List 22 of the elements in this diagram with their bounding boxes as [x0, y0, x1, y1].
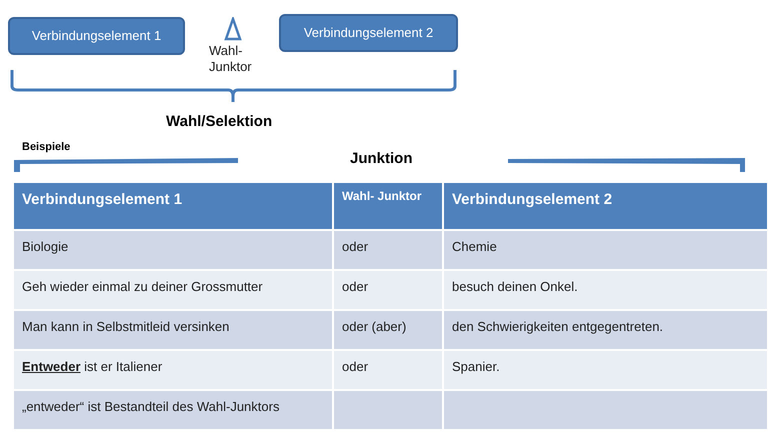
heading: Junktion [350, 149, 412, 169]
element-box: Verbindungselement 1 [8, 17, 185, 55]
table-cell: oder [334, 271, 442, 309]
table-cell: den Schwierigkeiten entgegentreten. [444, 311, 767, 349]
element-box: Verbindungselement 2 [279, 14, 458, 52]
heading: Beispiele [22, 140, 70, 155]
header-cell: Verbindungselement 1 [14, 183, 332, 229]
table-cell: Geh wieder einmal zu deiner Grossmutter [14, 271, 332, 309]
table-cell: Chemie [444, 231, 767, 269]
table-cell: „entweder“ ist Bestandteil des Wahl-Junktors [14, 391, 332, 429]
table-cell: Biologie [14, 231, 332, 269]
junctor-label: Wahl- Junktor [209, 43, 253, 75]
table-cell: Spanier. [444, 351, 767, 389]
header-cell: Wahl- Junktor [334, 183, 442, 229]
table-cell: oder (aber) [334, 311, 442, 349]
header-cell: Verbindungselement 2 [444, 183, 767, 229]
heading: Wahl/Selektion [166, 112, 272, 132]
table-cell: oder [334, 351, 442, 389]
table-cell: Entweder ist er Italiener [14, 351, 332, 389]
table-cell: oder [334, 231, 442, 269]
table-cell: besuch deinen Onkel. [444, 271, 767, 309]
table-cell: Man kann in Selbstmitleid versinken [14, 311, 332, 349]
